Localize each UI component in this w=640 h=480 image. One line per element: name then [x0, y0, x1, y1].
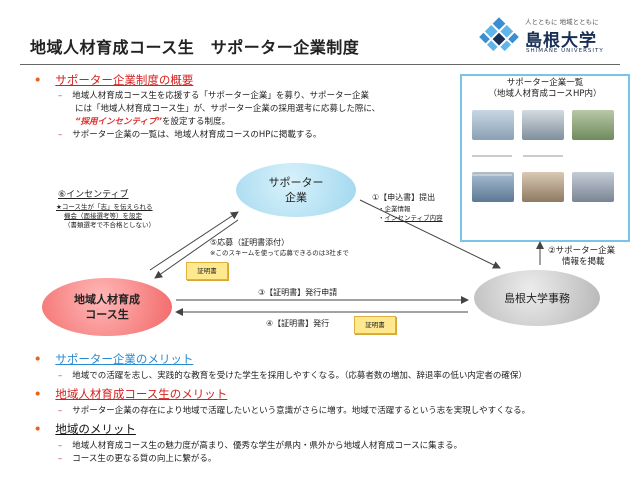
step1-label: ①【申込書】提出: [372, 193, 436, 202]
overview-heading-row: • サポーター企業制度の概要: [34, 72, 193, 88]
bullet-icon: •: [34, 387, 42, 401]
step1-item-2: インセンティブ内容: [384, 214, 443, 222]
region-merit-heading-row: • 地域のメリット: [34, 421, 136, 437]
step2-label: ②サポーター企業 情報を掲載: [548, 246, 615, 268]
step2-line-1: ②サポーター企業: [548, 246, 616, 256]
logo-english: SHIMANE UNIVERSITY: [526, 48, 604, 54]
panel-title-line-1: サポーター企業一覧: [506, 78, 584, 88]
step4-label: ④【証明書】発行: [266, 319, 330, 328]
overview-line-1: 地域人材育成コース生を応援する「サポーター企業」を募り、サポーター企業: [72, 91, 369, 101]
step3-label: ③【証明書】発行申請: [258, 288, 338, 297]
region-merit-text: –地域人材育成コース生の魅力度が高まり、優秀な学生が県内・県外から地域人材育成コ…: [58, 441, 463, 464]
step1-item-1: 企業情報: [384, 205, 411, 213]
thumbnail-captions: [472, 144, 614, 176]
certificate-icon: 証明書: [186, 262, 228, 280]
step6-label: ⑥インセンティブ: [58, 190, 129, 200]
supporter-company-node: サポーター企業: [236, 163, 356, 217]
region-merit-heading: 地域のメリット: [55, 422, 136, 436]
certificate-icon: 証明書: [354, 316, 396, 334]
step5-note: ※このスキームを使って応募できるのは3社まで: [210, 249, 349, 257]
supporter-list-panel: [460, 74, 630, 242]
logo-tagline: 人とともに 地域とともに: [525, 18, 599, 26]
page-title: 地域人材育成コース生 サポーター企業制度: [30, 38, 360, 57]
region-merit-line-2: コース生の更なる質の向上に繋がる。: [72, 454, 217, 464]
overview-text: –地域人材育成コース生を応援する「サポーター企業」を募り、サポーター企業 には「…: [58, 91, 381, 140]
bullet-icon: •: [34, 352, 42, 366]
student-merit-heading: 地域人材育成コース生のメリット: [55, 387, 228, 401]
bullet-icon: •: [34, 422, 42, 436]
supporter-node-line-1: サポーター: [268, 176, 324, 189]
company-merit-heading: サポーター企業のメリット: [55, 352, 194, 366]
overview-line-3: を設定する制度。: [161, 117, 230, 127]
student-merit-text-row: –サポーター企業の存在により地域で活躍したいという意識がさらに増す。地域で活躍す…: [58, 406, 531, 416]
overview-line-2: には「地域人材育成コース生」が、サポーター企業の採用選考に応募した際に、: [75, 104, 381, 114]
company-merit-text-row: –地域での活躍を志し、実践的な教育を受けた学生を採用しやすくなる。（応募者数の増…: [58, 371, 527, 381]
company-thumbnail: [572, 110, 614, 140]
overview-line-4: サポーター企業の一覧は、地域人材育成コースのHPに掲載する。: [72, 130, 322, 140]
company-thumbnail: [472, 172, 514, 202]
step6-note-3: （書類選考で不合格としない）: [64, 221, 155, 229]
step2-line-2: 情報を掲載: [562, 257, 605, 267]
company-thumbnail: [522, 172, 564, 202]
university-office-node: 島根大学事務: [474, 270, 600, 326]
overview-heading: サポーター企業制度の概要: [55, 73, 194, 87]
student-node-line-1: 地域人材育成: [74, 293, 140, 306]
student-merit-text: サポーター企業の存在により地域で活躍したいという意識がさらに増す。地域で活躍する…: [72, 406, 531, 416]
company-thumbnail: [572, 172, 614, 202]
supporter-node-line-2: 企業: [285, 191, 307, 204]
title-divider: [20, 64, 620, 65]
incentive-emphasis: “採用インセンティブ”: [75, 117, 162, 127]
region-merit-line-1: 地域人材育成コース生の魅力度が高まり、優秀な学生が県内・県外から地域人材育成コー…: [72, 441, 463, 451]
bullet-icon: •: [34, 73, 42, 87]
company-merit-text: 地域での活躍を志し、実践的な教育を受けた学生を採用しやすくなる。（応募者数の増加…: [72, 371, 527, 381]
company-merit-heading-row: • サポーター企業のメリット: [34, 351, 193, 367]
student-node-line-2: コース生: [85, 308, 129, 321]
office-node-label: 島根大学事務: [504, 291, 570, 305]
step5-label: ⑤応募（証明書添付）: [210, 238, 290, 247]
step6-note: ★コース生が「志」を伝えられる 機会（面接選考等）を設定 （書類選考で不合格とし…: [56, 203, 155, 230]
step6-note-1: ★コース生が「志」を伝えられる: [56, 203, 153, 211]
step6-note-2: 機会（面接選考等）を設定: [64, 212, 142, 220]
company-thumbnail: [472, 110, 514, 140]
panel-title-line-2: （地域人材育成コースHP内）: [488, 89, 602, 99]
university-logo-icon: [479, 17, 519, 52]
supporter-list-title: サポーター企業一覧 （地域人材育成コースHP内）: [460, 78, 630, 100]
company-thumbnail: [522, 110, 564, 140]
step1-items: ・企業情報 ・インセンティブ内容: [378, 205, 443, 222]
student-merit-heading-row: • 地域人材育成コース生のメリット: [34, 386, 227, 402]
course-student-node: 地域人材育成コース生: [42, 278, 172, 336]
logo-name: 島根大学: [525, 31, 597, 51]
